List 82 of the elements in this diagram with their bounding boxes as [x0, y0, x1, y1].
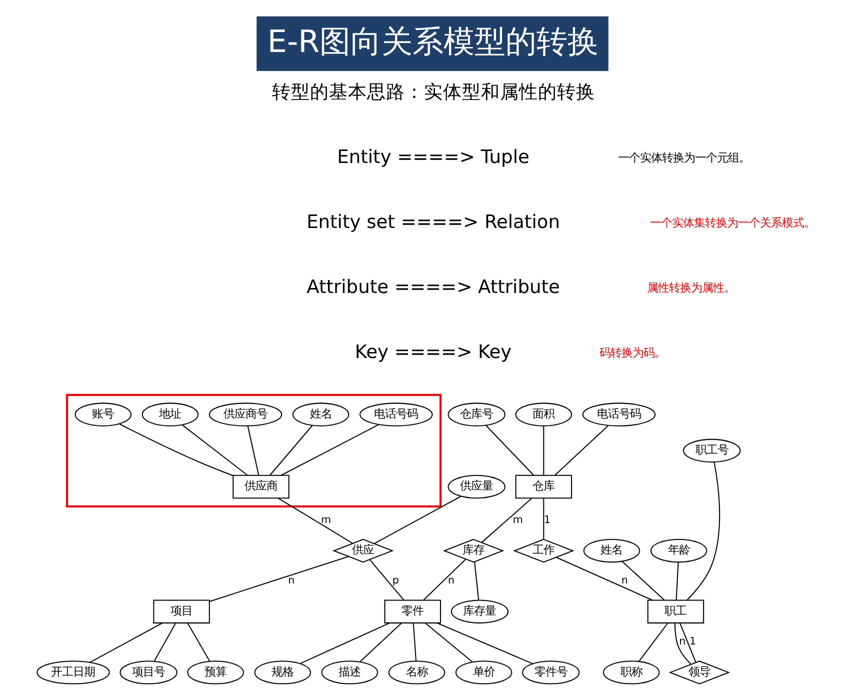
label: 码转换为码。	[599, 346, 666, 360]
connector	[280, 424, 379, 476]
connector	[679, 622, 696, 662]
connector	[638, 622, 668, 662]
node-ellipse: 年龄	[650, 538, 708, 563]
connector	[556, 556, 652, 601]
node-ellipse: 零件号	[522, 660, 580, 684]
connector	[247, 426, 260, 476]
connector	[374, 496, 462, 544]
node-ellipse: 描述	[321, 660, 378, 684]
edge-label: p	[392, 574, 399, 587]
node-box: 供应商	[232, 474, 290, 499]
node-ellipse: 供应量	[448, 474, 506, 499]
edge-label: m	[512, 514, 523, 526]
node-box: 职工	[647, 600, 704, 624]
node-ellipse: 职工号	[682, 438, 741, 462]
connector	[119, 423, 234, 476]
connector	[554, 425, 609, 476]
connector	[481, 498, 532, 543]
edge-label: 1	[689, 636, 696, 648]
node-diamond: 供应	[332, 538, 394, 563]
node-diamond: 库存	[442, 538, 504, 563]
node-diamond: 工作	[513, 538, 574, 563]
connector	[674, 623, 692, 664]
node-ellipse: 姓名	[292, 402, 350, 426]
node-box: 仓库	[515, 474, 572, 499]
node-ellipse: 电话号码	[582, 402, 656, 426]
node-ellipse: 名称	[388, 660, 446, 684]
node-ellipse: 职称	[602, 660, 660, 684]
connector	[187, 622, 210, 662]
label: 属性转换为属性。	[647, 280, 736, 295]
diagram-title: E-R图向关系模型的转换	[267, 24, 599, 60]
edge-label: n	[448, 574, 455, 587]
connector	[686, 462, 720, 600]
connector	[209, 556, 349, 602]
connector	[90, 622, 162, 663]
connector	[543, 426, 544, 476]
connector	[370, 560, 404, 600]
connector	[412, 623, 417, 662]
node-ellipse: 规格	[254, 660, 312, 684]
node-ellipse: 开工日期	[36, 660, 110, 684]
connector	[423, 559, 466, 600]
node-ellipse: 供应商号	[208, 402, 282, 426]
node-box: 零件	[384, 600, 441, 624]
connector	[300, 622, 390, 664]
node-ellipse: 电话号码	[360, 402, 433, 426]
node-box: 项目	[153, 600, 210, 624]
label: Entity set ====> Relation	[306, 212, 560, 234]
node-ellipse: 仓库号	[448, 402, 506, 426]
label: Entity ====> Tuple	[337, 147, 530, 168]
node-ellipse: 面积	[515, 402, 572, 426]
node-ellipse: 预算	[187, 660, 244, 684]
node-ellipse: 账号	[74, 402, 132, 426]
label: 一个实体集转换为一个关系模式。	[650, 216, 815, 230]
connector	[676, 562, 679, 600]
connector	[436, 622, 533, 664]
node-ellipse: 项目号	[120, 660, 178, 684]
edge-label: n	[679, 636, 686, 648]
connector	[474, 562, 480, 600]
connector	[360, 622, 402, 662]
connector	[425, 622, 472, 662]
edge-label: m	[320, 514, 331, 526]
node-ellipse: 姓名	[583, 538, 640, 563]
connector	[543, 498, 544, 540]
node-ellipse: 单价	[455, 660, 512, 684]
edge-label: n	[288, 574, 295, 587]
label: 转型的基本思路：实体型和属性的转换	[272, 82, 595, 104]
label: 一个实体转换为一个元组。	[618, 150, 750, 165]
label: Key ====> Key	[354, 342, 512, 364]
edge-label: 1	[544, 514, 551, 526]
cluster	[66, 394, 442, 508]
connector	[270, 425, 313, 476]
connector	[486, 424, 534, 476]
edge-label: n	[621, 574, 628, 587]
node-ellipse: 库存量	[450, 600, 509, 624]
node-diamond: 领导	[668, 660, 730, 684]
connector	[154, 622, 176, 662]
label: Attribute ====> Attribute	[306, 277, 560, 298]
node-ellipse: 地址	[142, 402, 199, 426]
connector	[182, 424, 248, 476]
connector	[278, 498, 353, 544]
connector	[622, 561, 665, 601]
